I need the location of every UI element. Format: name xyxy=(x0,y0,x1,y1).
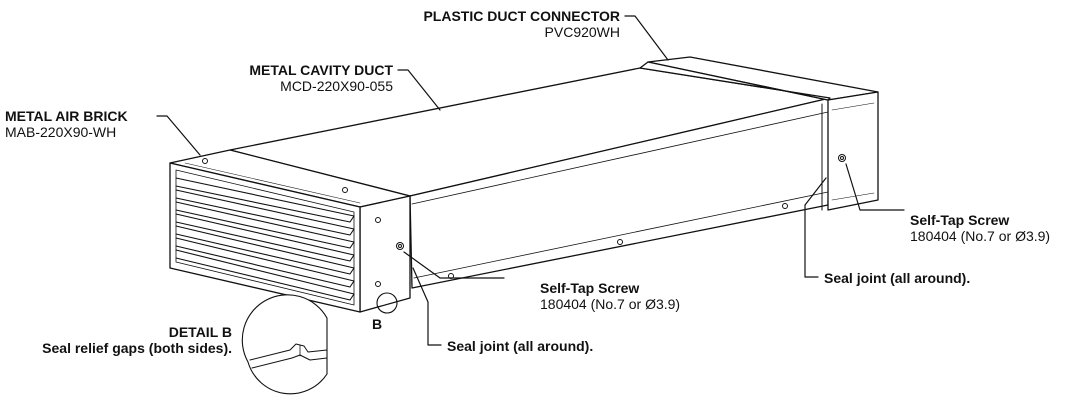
detail-b-caption: Seal relief gaps (both sides). xyxy=(42,340,232,356)
screw-right-label: Self-Tap Screw 180404 (No.7 or Ø3.9) xyxy=(910,212,1050,244)
detail-b-view xyxy=(241,294,328,395)
seal-joint-right-label: Seal joint (all around). xyxy=(824,270,971,286)
air-brick-label: METAL AIR BRICK MAB-220X90-WH xyxy=(5,108,155,140)
duct-connector-label: PLASTIC DUCT CONNECTOR PVC920WH xyxy=(300,8,620,40)
screw-left-name: Self-Tap Screw xyxy=(540,280,640,296)
leader-lines xyxy=(156,15,905,346)
detail-b-marker-circle xyxy=(376,292,398,314)
air-brick-code: MAB-220X90-WH xyxy=(5,124,117,140)
cavity-duct-label: METAL CAVITY DUCT MCD-220X90-055 xyxy=(100,62,393,94)
fixing-holes xyxy=(202,154,846,287)
cavity-duct-name: METAL CAVITY DUCT xyxy=(249,62,393,78)
duct-connector-name: PLASTIC DUCT CONNECTOR xyxy=(423,8,620,24)
detail-b-marker-letter: B xyxy=(372,316,383,332)
screw-right-code: 180404 (No.7 or Ø3.9) xyxy=(910,228,1051,244)
air-brick-name: METAL AIR BRICK xyxy=(5,108,128,124)
detail-b-title: DETAIL B xyxy=(168,324,232,340)
detail-b-label: DETAIL B Seal relief gaps (both sides). xyxy=(0,324,232,356)
cavity-duct-code: MCD-220X90-055 xyxy=(280,78,393,94)
screw-right-name: Self-Tap Screw xyxy=(910,212,1010,228)
grille-louvres xyxy=(175,177,355,301)
screw-left-code: 180404 (No.7 or Ø3.9) xyxy=(540,296,681,312)
plastic-duct-connector xyxy=(639,56,879,211)
duct-connector-code: PVC920WH xyxy=(544,24,620,40)
metal-air-brick xyxy=(169,149,411,313)
screw-left-label: Self-Tap Screw 180404 (No.7 or Ø3.9) xyxy=(540,280,680,312)
seal-joint-left-label: Seal joint (all around). xyxy=(447,338,594,354)
metal-cavity-duct xyxy=(229,67,831,289)
